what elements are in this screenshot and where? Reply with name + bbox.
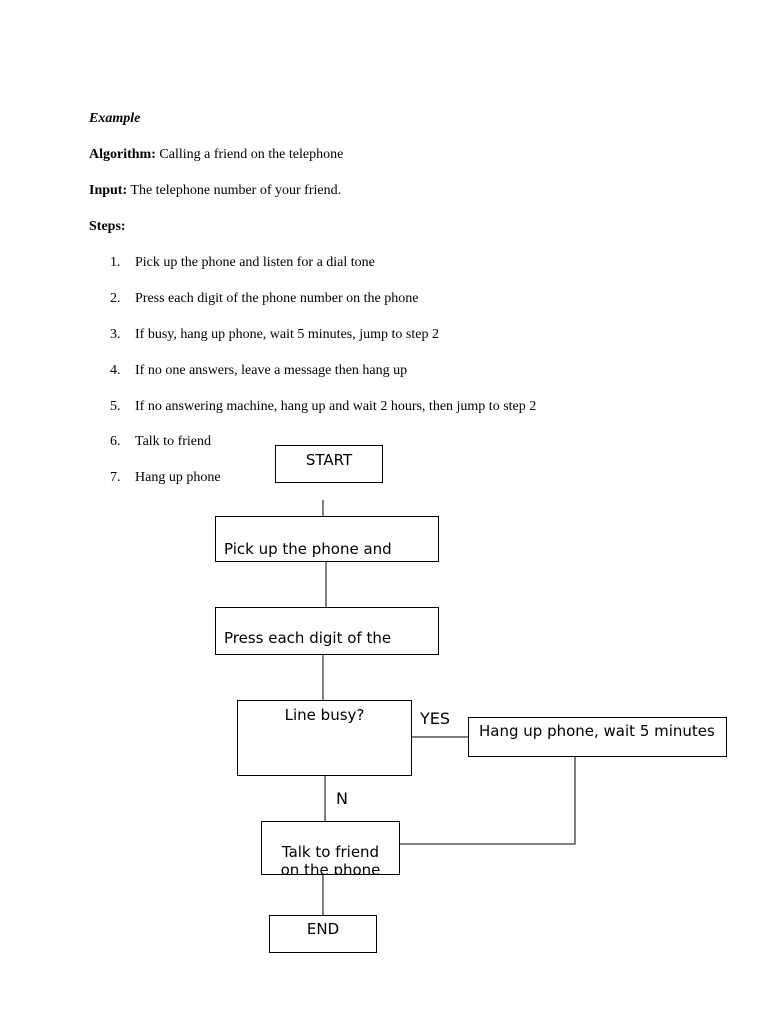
hang-up-box: Hang up phone, wait 5 minutes bbox=[468, 717, 727, 757]
steps-heading: Steps: bbox=[89, 219, 126, 235]
hang-up-label: Hang up phone, wait 5 minutes bbox=[479, 722, 715, 740]
step-text: Press each digit of the phone number on … bbox=[135, 291, 419, 306]
algorithm-label: Algorithm: bbox=[89, 147, 156, 162]
talk-label: Talk to friend bbox=[281, 843, 380, 861]
algorithm-value: Calling a friend on the telephone bbox=[155, 147, 344, 162]
line-busy-label: Line busy? bbox=[284, 706, 365, 724]
no-label: N bbox=[336, 789, 348, 808]
step-number: 2. bbox=[110, 291, 121, 306]
step-text: Hang up phone bbox=[135, 470, 221, 485]
step-number: 4. bbox=[110, 363, 121, 378]
line-busy-box: Line busy? bbox=[237, 700, 412, 776]
step-number: 3. bbox=[110, 327, 121, 342]
step-item: 3. If busy, hang up phone, wait 5 minutes… bbox=[110, 327, 439, 343]
step-text: If busy, hang up phone, wait 5 minutes, … bbox=[135, 327, 439, 342]
algorithm-line: Algorithm: Calling a friend on the telep… bbox=[89, 147, 343, 163]
input-value: The telephone number of your friend. bbox=[127, 183, 342, 198]
end-box: END bbox=[269, 915, 377, 953]
step-item: 7. Hang up phone bbox=[110, 470, 221, 486]
talk-label-overflow: on the phone bbox=[280, 861, 381, 875]
yes-label: YES bbox=[420, 709, 451, 728]
step-item: 4. If no one answers, leave a message the… bbox=[110, 363, 407, 379]
step-number: 6. bbox=[110, 434, 121, 449]
end-label: END bbox=[306, 920, 340, 938]
example-heading: Example bbox=[89, 111, 141, 126]
step-item: 2. Press each digit of the phone number o… bbox=[110, 291, 418, 307]
talk-box: Talk to friend on the phone bbox=[261, 821, 400, 875]
step-item: 1. Pick up the phone and listen for a dia… bbox=[110, 255, 375, 271]
step-text: Pick up the phone and listen for a dial … bbox=[135, 255, 375, 270]
input-line: Input: The telephone number of your frie… bbox=[89, 183, 341, 199]
step-text: If no answering machine, hang up and wai… bbox=[135, 399, 537, 414]
start-box: START bbox=[275, 445, 383, 483]
pick-up-box: Pick up the phone and bbox=[215, 516, 439, 562]
step-text: Talk to friend bbox=[135, 434, 211, 449]
step-item: 6. Talk to friend bbox=[110, 434, 211, 450]
start-label: START bbox=[305, 451, 353, 469]
step-text: If no one answers, leave a message then … bbox=[135, 363, 408, 378]
connector-hangup-talk bbox=[399, 757, 576, 845]
press-digit-box: Press each digit of the bbox=[215, 607, 439, 655]
pick-up-label: Pick up the phone and bbox=[224, 540, 392, 558]
step-number: 7. bbox=[110, 470, 121, 485]
press-digit-label: Press each digit of the bbox=[224, 629, 392, 647]
steps-label: Steps: bbox=[89, 219, 126, 234]
step-number: 5. bbox=[110, 399, 121, 414]
step-number: 1. bbox=[110, 255, 121, 270]
step-item: 5. If no answering machine, hang up and w… bbox=[110, 399, 536, 415]
input-label: Input: bbox=[89, 183, 128, 198]
